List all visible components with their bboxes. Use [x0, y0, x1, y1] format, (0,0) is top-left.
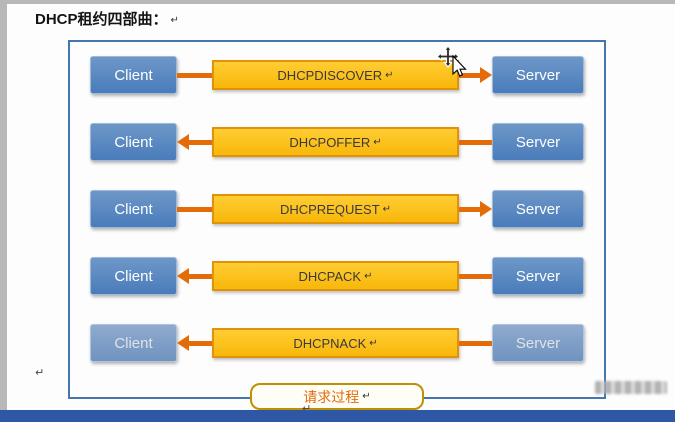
message-box-offer[interactable]: DHCPOFFER↵ [212, 127, 459, 157]
server-label: Server [515, 133, 561, 151]
paragraph-mark: ↵ [364, 270, 373, 282]
dhcp-row-nack: Client DHCPNACK↵ Server [90, 324, 604, 362]
client-label: Client [114, 267, 153, 285]
taskbar [0, 410, 675, 422]
client-box[interactable]: Client [90, 324, 177, 362]
request-process-label[interactable]: 请求过程↵ [250, 383, 424, 410]
connector-line [459, 257, 492, 295]
page-title-text: DHCP租约四部曲： [35, 11, 168, 28]
paragraph-mark: ↵ [369, 337, 378, 349]
server-box[interactable]: Server [492, 123, 584, 161]
connector-line [459, 123, 492, 161]
arrow-left-icon [177, 123, 212, 161]
client-box[interactable]: Client [90, 56, 177, 94]
paragraph-mark: ↵ [373, 136, 382, 148]
page-title: DHCP租约四部曲：↵ [35, 8, 179, 29]
client-label: Client [114, 133, 153, 151]
request-process-text: 请求过程 [303, 388, 360, 405]
message-label: DHCPACK [298, 268, 362, 284]
dhcp-row-ack: Client DHCPACK↵ Server [90, 257, 604, 295]
client-box[interactable]: Client [90, 190, 177, 228]
message-label: DHCPNACK [293, 335, 367, 351]
dhcp-row-request: Client DHCPREQUEST↵ Server [90, 190, 604, 228]
connector-line [459, 324, 492, 362]
client-label: Client [114, 200, 153, 218]
client-label: Client [114, 66, 153, 84]
server-box[interactable]: Server [492, 56, 584, 94]
watermark [595, 381, 667, 394]
arrow-right-icon [459, 56, 492, 94]
connector-line [177, 56, 212, 94]
document-page: DHCP租约四部曲：↵ Client DHCPDISCOVER↵ Server … [7, 4, 675, 415]
dhcp-diagram-container: Client DHCPDISCOVER↵ Server Client DHCPO… [68, 40, 606, 410]
server-label: Server [515, 267, 561, 285]
server-label: Server [515, 200, 561, 218]
client-box[interactable]: Client [90, 257, 177, 295]
paragraph-mark: ↵ [170, 15, 179, 26]
paragraph-mark: ↵ [382, 203, 392, 215]
paragraph-mark: ↵ [385, 69, 394, 81]
server-box[interactable]: Server [492, 257, 584, 295]
dhcp-row-discover: Client DHCPDISCOVER↵ Server [90, 56, 604, 94]
server-label: Server [515, 334, 561, 352]
message-box-discover[interactable]: DHCPDISCOVER↵ [212, 60, 459, 90]
paragraph-mark: ↵ [35, 367, 45, 379]
arrow-left-icon [177, 257, 212, 295]
client-box[interactable]: Client [90, 123, 177, 161]
arrow-left-icon [177, 324, 212, 362]
client-label: Client [114, 334, 153, 352]
message-box-request[interactable]: DHCPREQUEST↵ [212, 194, 459, 224]
paragraph-mark: ↵ [302, 403, 312, 415]
server-label: Server [515, 66, 561, 84]
dhcp-row-offer: Client DHCPOFFER↵ Server [90, 123, 604, 161]
connector-line [177, 190, 212, 228]
server-box[interactable]: Server [492, 190, 584, 228]
arrow-right-icon [459, 190, 492, 228]
message-label: DHCPREQUEST [279, 201, 380, 217]
dhcp-rows: Client DHCPDISCOVER↵ Server Client DHCPO… [70, 56, 604, 362]
message-label: DHCPOFFER [289, 134, 371, 150]
message-box-ack[interactable]: DHCPACK↵ [212, 261, 459, 291]
paragraph-mark: ↵ [362, 391, 371, 402]
server-box[interactable]: Server [492, 324, 584, 362]
message-box-nack[interactable]: DHCPNACK↵ [212, 328, 459, 358]
message-label: DHCPDISCOVER [277, 67, 383, 83]
